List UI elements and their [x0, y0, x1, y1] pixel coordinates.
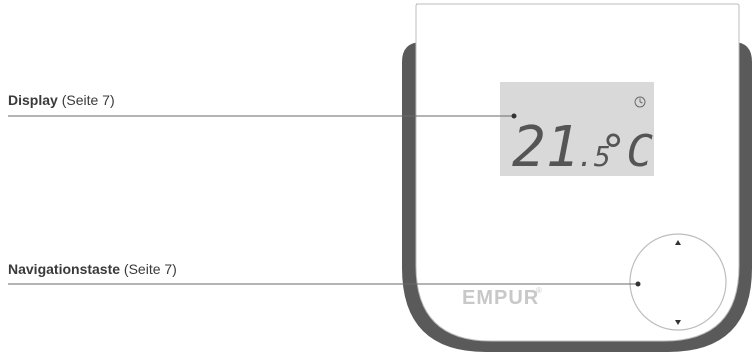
brand-logo: EMPUR [462, 287, 539, 309]
arrow-up-icon [675, 240, 681, 245]
navigation-key-callout: Navigationstaste (Seite 7) [8, 261, 177, 277]
arrow-down-icon [675, 320, 681, 325]
display-callout-label: Display [8, 92, 58, 108]
navigation-key-callout-label: Navigationstaste [8, 261, 121, 277]
brand-registered-mark: ® [536, 286, 542, 295]
navigation-key[interactable] [629, 233, 727, 331]
clock-icon [634, 96, 646, 108]
temperature-value: 21 [512, 115, 579, 180]
display-leader-line [8, 113, 517, 119]
temperature-decimal: .5 [577, 140, 611, 173]
display-callout-ref: (Seite 7) [57, 92, 115, 108]
lcd-display: 21 .5 °C [500, 82, 654, 180]
navigation-key-leader-line [8, 281, 641, 287]
display-callout: Display (Seite 7) [8, 92, 115, 108]
temperature-unit: °C [600, 126, 653, 177]
navigation-key-callout-ref: (Seite 7) [120, 261, 177, 277]
